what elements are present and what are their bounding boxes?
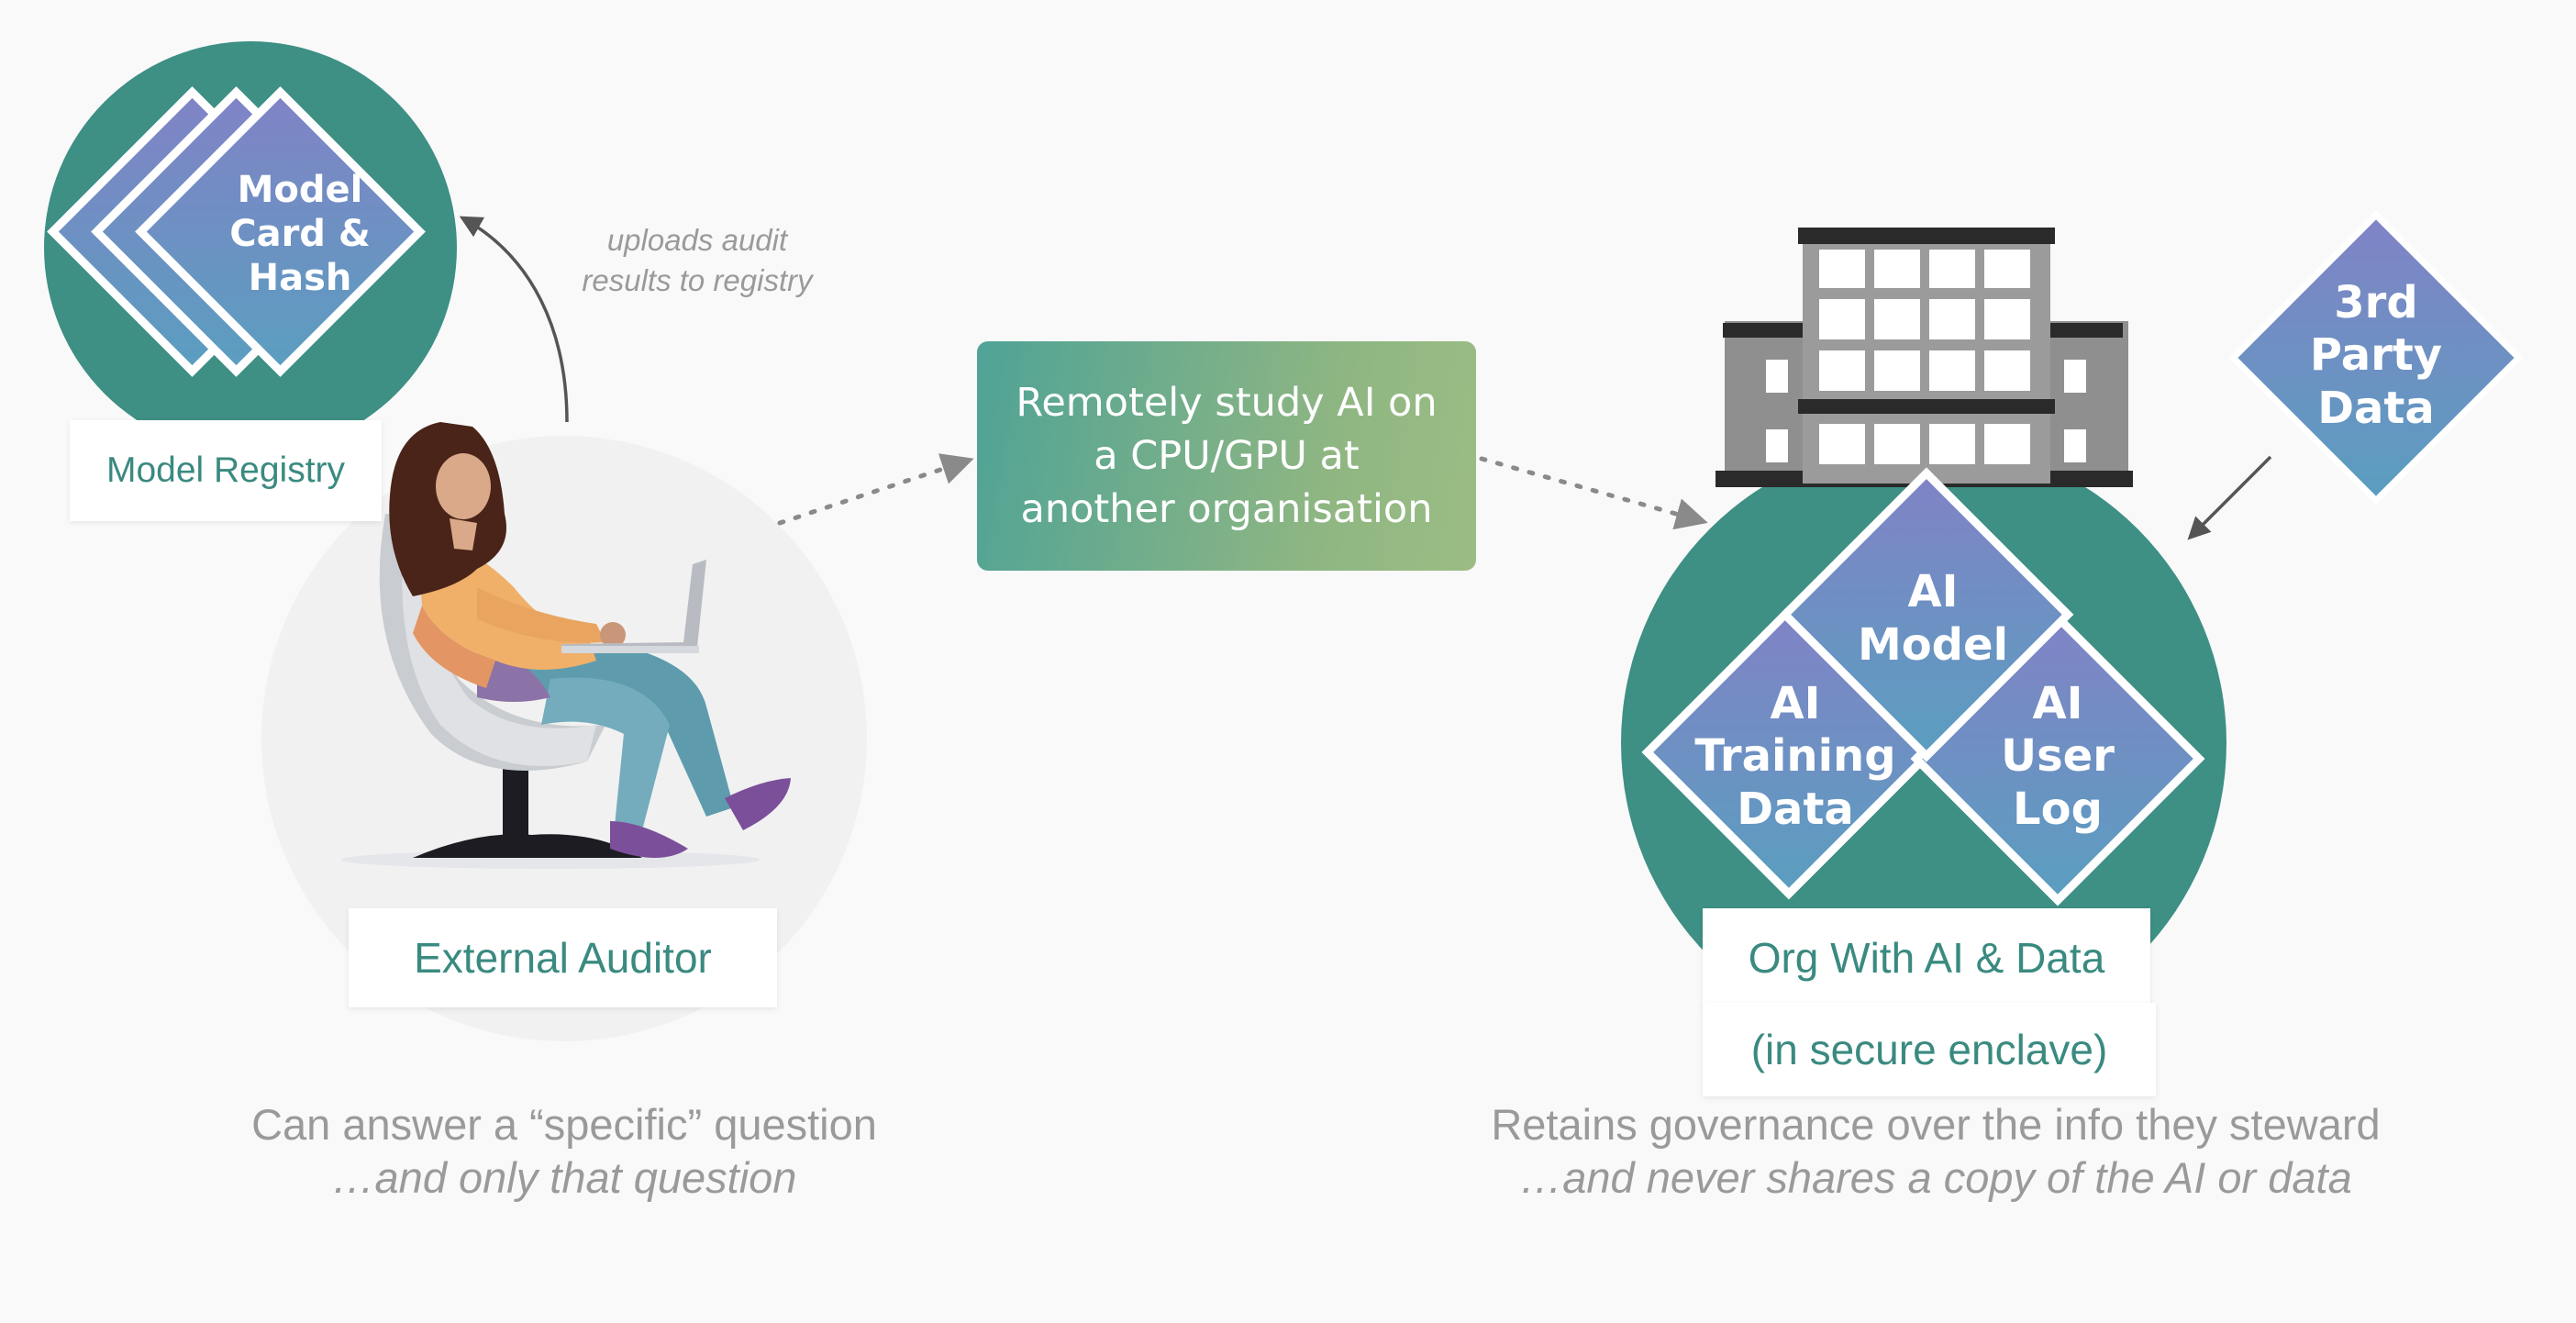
auditor-caption: Can answer a “specific” question …and on… (138, 1098, 991, 1205)
org-caption-main: Retains governance over the info they st… (1491, 1100, 2381, 1149)
org-caption: Retains governance over the info they st… (1431, 1098, 2440, 1205)
third-party-arrow (2187, 455, 2272, 540)
org-label: Org With AI & Data (1703, 908, 2150, 1007)
building-icon (1715, 228, 2133, 487)
dotted-arrow-to-center (777, 453, 974, 526)
registry-diamond-label: Model Card & Hash (229, 169, 371, 299)
dotted-arrow-to-org (1479, 456, 1708, 530)
auditor-caption-sub: …and only that question (331, 1153, 797, 1202)
third-party-data-label: 3rd Party Data (2309, 276, 2443, 434)
registry-diamond-stack (47, 86, 426, 377)
org-caption-sub: …and never shares a copy of the AI or da… (1519, 1153, 2352, 1202)
remote-study-box: Remotely study AI on a CPU/GPU at anothe… (977, 341, 1476, 571)
upload-annotation: uploads audit results to registry (582, 223, 813, 297)
third-party-diamond (2228, 210, 2524, 506)
ai-training-data-diamond-label: AI Training Data (1694, 677, 1896, 835)
external-auditor-label: External Auditor (349, 908, 777, 1007)
auditor-caption-main: Can answer a “specific” question (251, 1100, 877, 1149)
org-diamonds (1641, 467, 2205, 906)
model-registry-label: Model Registry (70, 420, 382, 521)
secure-enclave-label: (in secure enclave) (1703, 1003, 2156, 1096)
ai-user-log-diamond-label: AI User Log (2001, 677, 2115, 835)
ai-model-diamond-label: AI Model (1857, 566, 2009, 671)
auditor-illustration (341, 422, 791, 869)
upload-arrow (459, 216, 569, 423)
